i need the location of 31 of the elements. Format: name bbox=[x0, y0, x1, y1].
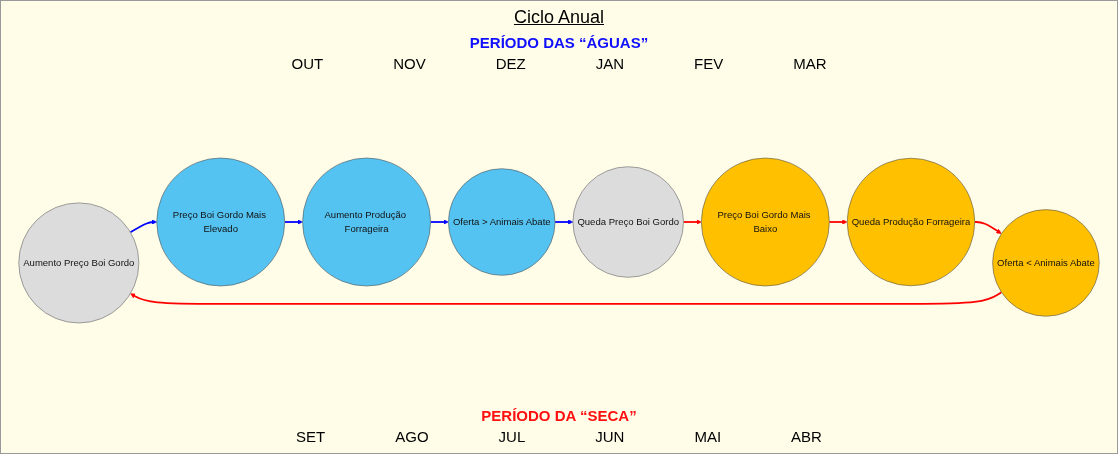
node-circle: Aumento Produção Forrageira bbox=[302, 157, 431, 287]
node-circle: Preço Boi Gordo Mais Baixo bbox=[701, 157, 830, 287]
month-label: JUL bbox=[498, 428, 526, 445]
month-label: MAR bbox=[793, 55, 827, 72]
arrow bbox=[973, 221, 1002, 234]
arrow bbox=[130, 291, 1003, 305]
month-label: JAN bbox=[595, 55, 624, 72]
month-label: SET bbox=[296, 428, 326, 445]
month-label: FEV bbox=[694, 55, 724, 72]
node-circle: Queda Produção Forrageira bbox=[846, 157, 976, 287]
month-label: NOV bbox=[393, 55, 426, 72]
month-label: ABR bbox=[791, 428, 822, 445]
period-heading: PERÍODO DA “SECA” bbox=[481, 407, 637, 424]
arrow bbox=[429, 219, 449, 225]
month-label: JUN bbox=[595, 428, 625, 445]
node-circle: Queda Preço Boi Gordo bbox=[572, 166, 684, 278]
arrow bbox=[129, 219, 157, 234]
arrow bbox=[283, 219, 303, 225]
diagram-title: Ciclo Anual bbox=[513, 7, 605, 28]
arrow bbox=[828, 219, 848, 225]
arrow bbox=[554, 219, 574, 225]
node-circle: Oferta < Animais Abate bbox=[992, 209, 1100, 317]
arrow bbox=[682, 219, 702, 225]
month-label: OUT bbox=[291, 55, 324, 72]
node-circle: Aumento Preço Boi Gordo bbox=[18, 202, 140, 324]
period-heading: PERÍODO DAS “ÁGUAS” bbox=[469, 34, 649, 51]
node-circle: Preço Boi Gordo Mais Elevado bbox=[156, 157, 286, 287]
month-label: MAI bbox=[694, 428, 722, 445]
month-label: DEZ bbox=[495, 55, 526, 72]
month-label: AGO bbox=[395, 428, 429, 445]
node-circle: Oferta > Animais Abate bbox=[448, 168, 556, 276]
